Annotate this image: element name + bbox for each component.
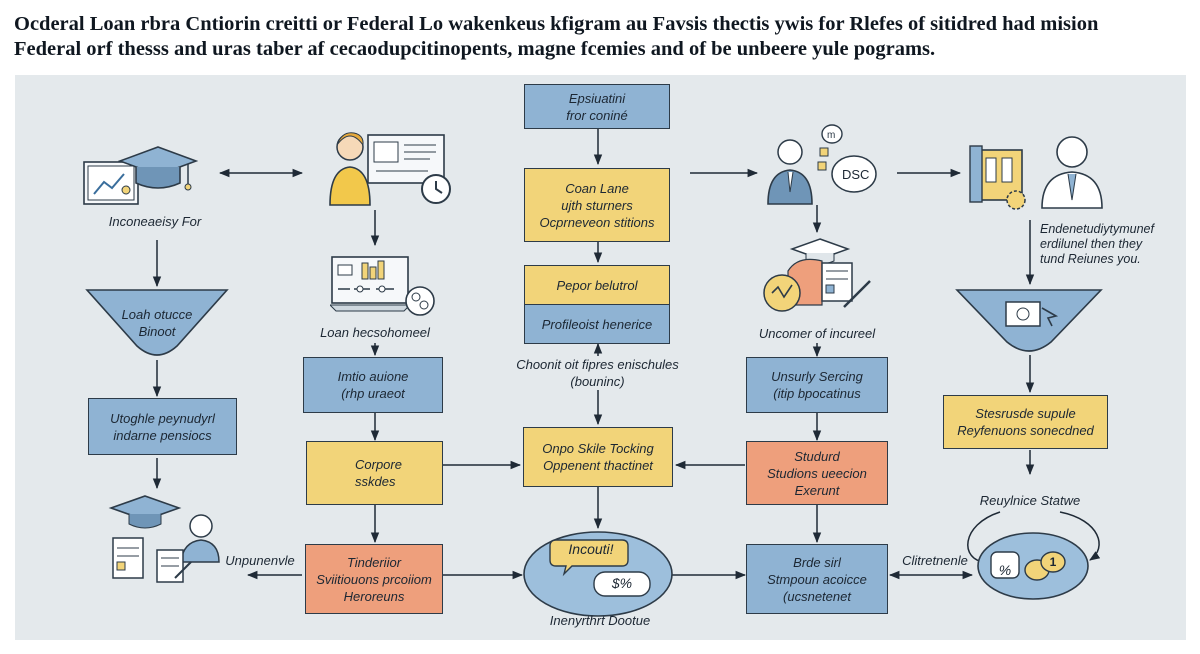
center-profile-line-1: Profileoist henerice (541, 316, 653, 332)
building-coin-icon (969, 145, 1026, 210)
cr-box-2: Studurd Studions ueecion Exerunt (746, 441, 888, 505)
center-chooint-line-1: Choonit oit fipres enischules (516, 357, 679, 372)
cl-box-3: Tinderiior Sviitiouons prcoiiom Heroreun… (305, 544, 443, 614)
cl-box-2-line-1: Corpore (355, 457, 402, 472)
cr-box-1: Unsurly Sercing (itip bpocatinus (746, 357, 888, 413)
laptop-chart-icon (330, 256, 435, 316)
right-ellipse-percent: % (998, 562, 1012, 578)
center-ellipse (523, 531, 673, 617)
right-box-line-1: Stesrusde supule (975, 406, 1076, 421)
center-pepor-line-1: Pepor belutrol (556, 277, 638, 293)
center-loan-line-2: ujth sturners (561, 197, 633, 213)
center-top-box: Epsiuatini fror coniné (524, 84, 670, 129)
center-onpo-box: Onpo Skile Tocking Oppenent thactinet (523, 427, 673, 487)
right-note-line-2: erdilunel then they (1040, 237, 1143, 251)
center-loan-line-3: Ocprneveon stitions (539, 214, 655, 230)
right-note: Endenetudiytymunef erdilunel then they t… (1040, 222, 1170, 267)
cap-students-icon (108, 495, 220, 583)
center-ellipse-badge: Incouti! (568, 541, 614, 557)
cl-box-1-line-2: (rhp uraeot (341, 386, 405, 401)
title-line-2: Federal orf thesss and uras taber af cec… (14, 38, 936, 60)
left-bottom-label: Unpunenvle (225, 553, 295, 568)
svg-text:m: m (827, 130, 835, 141)
cl-loan-label: Loan hecsohomeel (320, 325, 430, 340)
center-ellipse-amount: $% (611, 575, 633, 591)
cr-box-1-line-2: (itip bpocatinus (773, 386, 861, 401)
cl-box-1: Imtio auione (rhp uraeot (303, 357, 443, 413)
center-profile-box: Profileoist henerice (524, 304, 670, 344)
dsc-bubble-text: DSC (842, 167, 869, 182)
left-funnel-label: Loah otucce Binoot (97, 306, 217, 340)
cap-documents-icon (763, 238, 871, 312)
graduation-cap-icon (118, 146, 198, 191)
right-note-line-3: tund Reiunes you. (1040, 252, 1141, 266)
advisor-chat-icon: m DSC (767, 124, 877, 205)
left-funnel-line-2: Binoot (138, 324, 176, 339)
center-loan-line-1: Coan Lane (565, 180, 629, 196)
center-loan-box: Coan Lane ujth sturners Ocprneveon stiti… (524, 168, 670, 242)
right-box-line-2: Reyfenuons sonecdned (957, 423, 1094, 438)
cr-box-3: Brde sirl Stmpoun acoicce (ucsnetenet (746, 544, 888, 614)
right-status-label: Reuylnice Statwe (979, 493, 1081, 508)
right-ellipse-coin: 1 (1049, 555, 1057, 569)
center-top-line-2: fror coniné (566, 107, 628, 123)
center-top-line-1: Epsiuatini (568, 90, 626, 106)
left-box-line-2: indarne pensiocs (113, 427, 212, 443)
cr-box-1-line-1: Unsurly Sercing (771, 369, 863, 384)
clock-icon (421, 174, 451, 204)
center-chooint-label: Choonit oit fipres enischules (bouninc) (495, 356, 700, 390)
advisor-person-icon (1041, 136, 1103, 209)
left-funnel-line-1: Loah otucce (121, 307, 193, 322)
cr-box-2-line-3: Exerunt (794, 482, 840, 498)
left-box: Utoghle peynudyrl indarne pensiocs (88, 398, 237, 455)
cr-box-3-line-1: Brde sirl (793, 554, 841, 570)
cl-box-3-line-2: Sviitiouons prcoiiom (316, 571, 432, 587)
right-note-line-1: Endenetudiytymunef (1040, 222, 1154, 236)
center-bottom-label: Inenyrthrt Dootue (549, 613, 651, 628)
monitor-cursor-icon (1005, 301, 1059, 327)
cr-box-3-line-3: (ucsnetenet (783, 588, 851, 604)
left-income-label: Inconeaeisy For (108, 214, 202, 229)
cl-box-3-line-1: Tinderiior (346, 554, 402, 570)
center-pepor-box: Pepor belutrol (524, 265, 670, 305)
center-onpo-line-2: Oppenent thactinet (543, 458, 653, 473)
cr-label: Uncomer of incureel (758, 326, 876, 341)
cl-box-2: Corpore sskdes (306, 441, 443, 505)
coins-icon (977, 532, 1089, 600)
left-funnel-shape (85, 289, 229, 356)
title-line-1: Ocderal Loan rbra Cntiorin creitti or Fe… (14, 13, 1099, 35)
right-box: Stesrusde supule Reyfenuons sonecdned (943, 395, 1108, 449)
cl-box-1-line-1: Imtio auione (337, 369, 409, 384)
cr-box-3-line-2: Stmpoun acoicce (767, 571, 867, 587)
cl-box-2-line-2: sskdes (355, 474, 396, 489)
left-box-line-1: Utoghle peynudyrl (110, 410, 215, 426)
center-chooint-line-2: (bouninc) (570, 374, 625, 389)
diagram-title: Ocderal Loan rbra Cntiorin creitti or Fe… (14, 12, 1194, 62)
center-onpo-line-1: Onpo Skile Tocking (542, 441, 654, 456)
edge-right-loop-2 (1059, 511, 1101, 561)
cr-box-2-line-1: Studurd (794, 448, 840, 464)
cl-box-3-line-3: Heroreuns (343, 588, 405, 604)
right-bottom-label: Clitretnenle (902, 553, 968, 568)
cr-box-2-line-2: Studions ueecion (767, 465, 867, 481)
